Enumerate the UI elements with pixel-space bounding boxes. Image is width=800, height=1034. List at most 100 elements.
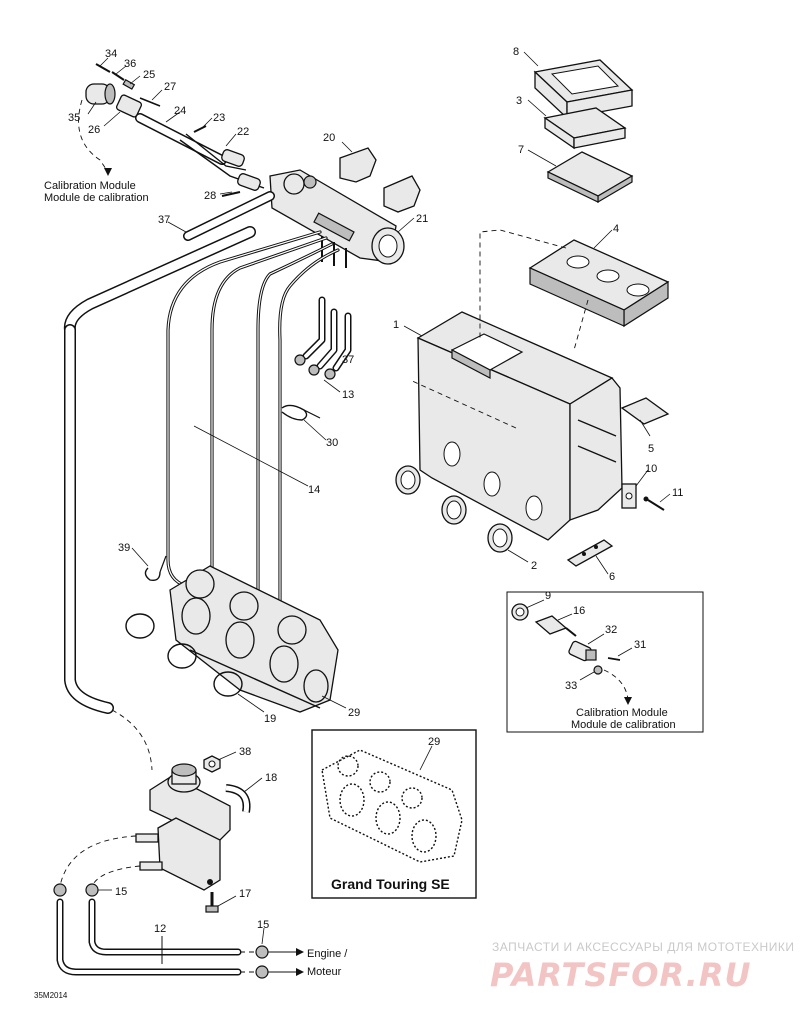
- callout-8: 8: [513, 46, 519, 58]
- callout-12: 12: [154, 923, 166, 935]
- part-clip-10: [621, 483, 637, 509]
- part-cover-7: [546, 151, 634, 204]
- part-nut-38: [203, 755, 221, 773]
- callout-31: 31: [634, 639, 646, 651]
- callout-18: 18: [265, 772, 277, 784]
- air-silencer-group: [395, 59, 670, 567]
- part-air-silencer-1: [416, 311, 623, 541]
- callout-34: 34: [105, 48, 117, 60]
- engine-caption-en: Engine /: [307, 948, 348, 960]
- callout-26: 26: [88, 124, 100, 136]
- callout-15-right: 15: [257, 919, 269, 931]
- drawing-code: 35M2014: [34, 991, 68, 1000]
- grand-touring-inset: 29 Grand Touring SE: [311, 729, 477, 899]
- part-harness-24: [135, 113, 265, 189]
- part-sensor-16: [534, 615, 577, 637]
- part-hose-12: [56, 835, 242, 976]
- callout-6: 6: [609, 571, 615, 583]
- callout-17: 17: [239, 888, 251, 900]
- calibration-caption-inset-fr: Module de calibration: [571, 719, 676, 731]
- calibration-inset: [506, 591, 704, 733]
- callout-19: 19: [264, 713, 276, 725]
- callout-3: 3: [516, 95, 522, 107]
- callout-23: 23: [213, 112, 225, 124]
- part-nut-33: [593, 665, 603, 675]
- callout-2: 2: [531, 560, 537, 572]
- part-screw-36: [111, 71, 125, 81]
- callout-24: 24: [174, 105, 186, 117]
- part-pad-4: [528, 239, 670, 328]
- fuel-rail-group: [183, 147, 421, 421]
- callout-39: 39: [118, 542, 130, 554]
- callout-25: 25: [143, 69, 155, 81]
- part-bracket-6: [566, 539, 614, 567]
- callout-22: 22: [237, 126, 249, 138]
- callout-16: 16: [573, 605, 585, 617]
- fuel-pump-18: [135, 763, 251, 891]
- part-pin-27: [139, 97, 161, 107]
- callout-36: 36: [124, 58, 136, 70]
- part-clamp-15: [53, 883, 304, 979]
- inset-callout-29: 29: [428, 736, 440, 748]
- callout-37-mid: 37: [342, 354, 354, 366]
- part-connector-32: [568, 640, 597, 662]
- part-screw-23: [193, 125, 207, 133]
- callout-5: 5: [648, 443, 654, 455]
- part-grommet-9: [511, 603, 529, 621]
- callout-4: 4: [613, 223, 619, 235]
- callout-29: 29: [348, 707, 360, 719]
- engine-caption-fr: Moteur: [307, 966, 342, 978]
- callout-9: 9: [545, 590, 551, 602]
- callout-13: 13: [342, 389, 354, 401]
- calibration-caption-top-fr: Module de calibration: [44, 192, 149, 204]
- return-hose: [63, 226, 256, 771]
- part-sensor-22: [221, 149, 261, 191]
- inset-title: Grand Touring SE: [331, 876, 450, 892]
- part-sensor-35: [85, 83, 116, 105]
- callout-15-left: 15: [115, 886, 127, 898]
- part-foam-8: [533, 59, 634, 120]
- part-bracket-20: [339, 147, 421, 213]
- callout-33: 33: [565, 680, 577, 692]
- callout-32: 32: [605, 624, 617, 636]
- calibration-caption-inset-en: Calibration Module: [576, 707, 668, 719]
- callout-27: 27: [164, 81, 176, 93]
- callout-14: 14: [308, 484, 320, 496]
- leader-lines: [87, 51, 671, 945]
- part-tie-39: [144, 555, 167, 582]
- part-clamp-13: [294, 354, 336, 380]
- part-bolt-17: [205, 892, 219, 913]
- part-foam-3: [543, 107, 627, 150]
- watermark: ЗАПЧАСТИ И АКСЕССУАРЫ ДЛЯ МОТОТЕХНИКИ PA…: [490, 940, 794, 994]
- calibration-caption-top-en: Calibration Module: [44, 180, 136, 192]
- callout-30: 30: [326, 437, 338, 449]
- part-clip-25: [122, 78, 136, 90]
- part-screw-34: [95, 63, 111, 73]
- watermark-brand: PARTSFOR.RU: [490, 956, 751, 994]
- callout-11: 11: [672, 487, 683, 499]
- part-seal-5: [620, 397, 670, 425]
- callout-20: 20: [323, 132, 335, 144]
- callout-7: 7: [518, 144, 524, 156]
- part-screw-11: [643, 496, 665, 511]
- callout-labels: 34 36 25 27 35 26 24 23 22 28 37 20 21 8…: [68, 46, 683, 935]
- sensor-hose-group: [78, 63, 265, 197]
- callout-35: 35: [68, 112, 80, 124]
- callout-10: 10: [645, 463, 657, 475]
- part-tube-37-long: [183, 191, 275, 241]
- callout-37-top: 37: [158, 214, 170, 226]
- part-clamp-19: [125, 613, 243, 697]
- callout-1: 1: [393, 319, 399, 331]
- part-screw-28: [221, 191, 241, 197]
- callout-28: 28: [204, 190, 216, 202]
- part-adaptor-2: [395, 465, 513, 553]
- part-hose-37: [302, 296, 352, 372]
- callout-21: 21: [416, 213, 428, 225]
- captions: Calibration Module Module de calibration…: [34, 180, 676, 1000]
- watermark-tagline: ЗАПЧАСТИ И АКСЕССУАРЫ ДЛЯ МОТОТЕХНИКИ: [492, 940, 794, 954]
- callout-38: 38: [239, 746, 251, 758]
- part-fuel-rail-21: [269, 169, 405, 268]
- part-pin-31: [607, 657, 621, 661]
- carburetor-assembly-29: [169, 565, 339, 713]
